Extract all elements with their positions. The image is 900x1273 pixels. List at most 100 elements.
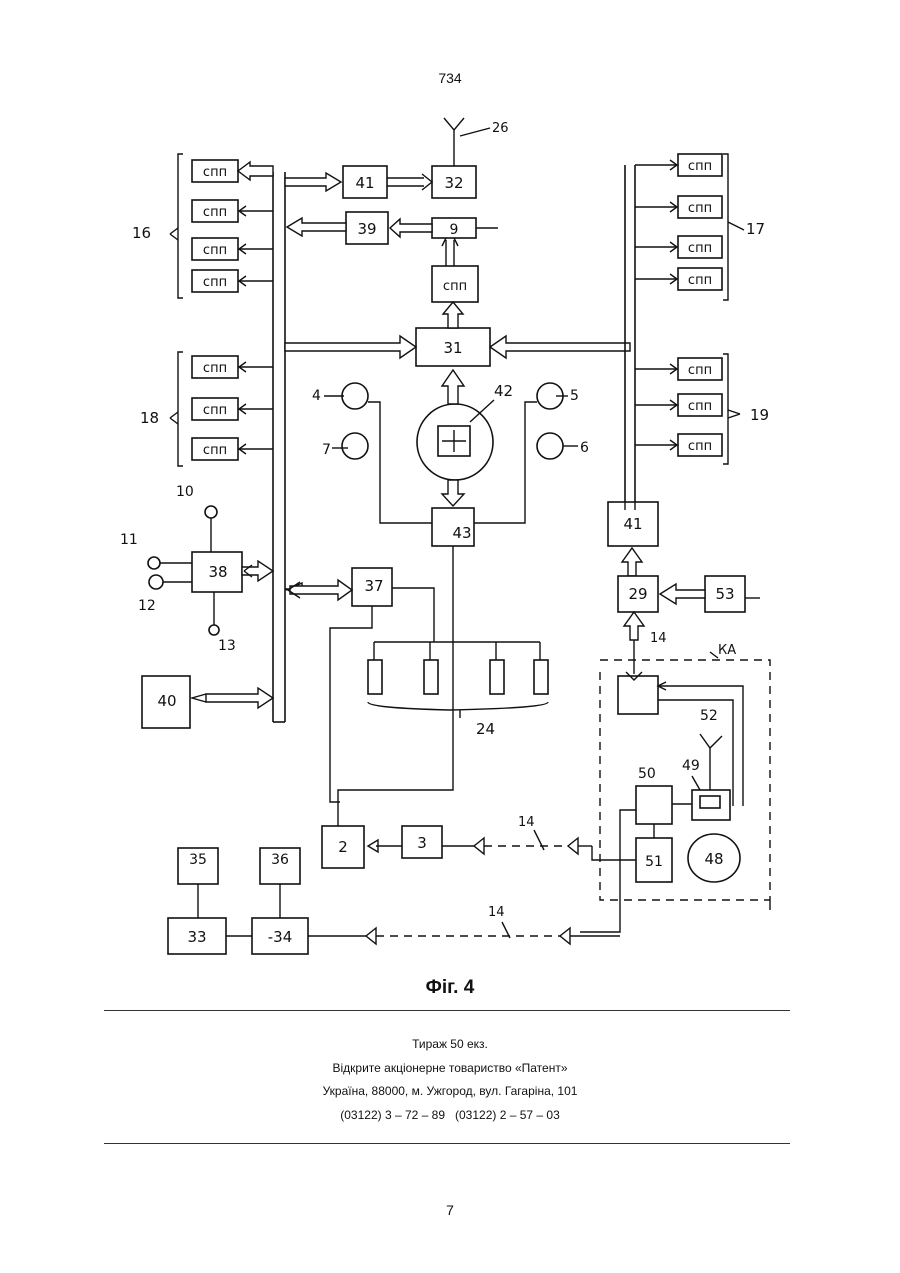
svg-text:39: 39: [357, 220, 376, 238]
spp-label: спп: [688, 363, 712, 378]
label-26: 26: [492, 121, 509, 136]
block-41-top: 41: [343, 166, 387, 198]
imprint-line: Україна, 88000, м. Ужгород, вул. Гагарін…: [0, 1080, 900, 1104]
svg-text:48: 48: [704, 850, 723, 868]
spp-label: спп: [203, 243, 227, 258]
spp-block-16-4: спп: [192, 270, 238, 292]
svg-text:40: 40: [157, 692, 176, 710]
block-diagram-figure: 16 спп спп спп спп 18 спп: [110, 110, 800, 970]
block-34: -34: [252, 918, 308, 954]
spp-block-19-2: спп: [678, 394, 722, 416]
spp-group-16: 16 спп спп спп спп: [132, 154, 273, 298]
block-40: 40: [142, 676, 190, 728]
antenna-26: 26: [444, 118, 509, 166]
sensor-7: 7: [322, 433, 368, 459]
label-17: 17: [746, 220, 765, 238]
svg-text:6: 6: [580, 440, 589, 456]
spp-group-19: 19 спп спп спп: [635, 354, 769, 464]
svg-text:52: 52: [700, 708, 718, 724]
svg-text:-34: -34: [268, 928, 293, 946]
block-diagram: 16 спп спп спп спп 18 спп: [110, 110, 800, 970]
label-19: 19: [750, 406, 769, 424]
svg-text:36: 36: [271, 852, 289, 868]
spp-block-16-3: спп: [192, 238, 238, 260]
label-ka: КА: [718, 643, 736, 658]
svg-text:49: 49: [682, 758, 700, 774]
spp-label: спп: [203, 275, 227, 290]
label-42: 42: [494, 382, 513, 400]
block-49: 49: [682, 758, 730, 820]
block-29: 29: [618, 576, 658, 612]
label-18: 18: [140, 409, 159, 427]
block-32: 32: [432, 166, 476, 198]
spp-block-19-1: спп: [678, 358, 722, 380]
sensor-4: 4: [312, 383, 368, 409]
sensor-6: 6: [537, 433, 589, 459]
svg-text:41: 41: [623, 515, 642, 533]
block-31: 31: [416, 328, 490, 366]
svg-text:31: 31: [443, 339, 462, 357]
block-50: 50: [636, 766, 672, 824]
svg-text:11: 11: [120, 532, 138, 548]
divider-top: [104, 1010, 790, 1011]
sensor-11: 11: [120, 532, 192, 569]
svg-text:50: 50: [638, 766, 656, 782]
document-number: 734: [0, 70, 900, 86]
block-9: 9: [432, 218, 476, 238]
page-number: 7: [0, 1202, 900, 1218]
ka-receiver-block: [618, 676, 658, 714]
svg-text:41: 41: [355, 174, 374, 192]
block-39: 39: [346, 212, 388, 244]
imprint-line: (03122) 3 – 72 – 89 (03122) 2 – 57 – 03: [0, 1104, 900, 1128]
spp-label: спп: [203, 205, 227, 220]
svg-text:35: 35: [189, 852, 207, 868]
block-35: 35: [178, 848, 218, 884]
label-14-c: 14: [488, 905, 505, 920]
svg-text:13: 13: [218, 638, 236, 654]
spp-block-17-1: спп: [678, 154, 722, 176]
imprint-line: Тираж 50 екз.: [0, 1033, 900, 1057]
spp-group-18: 18 спп спп спп: [140, 352, 273, 466]
block-51: 51: [636, 838, 672, 882]
sensor-12: 12: [138, 575, 192, 614]
block-53: 53: [705, 576, 745, 612]
spp-label: спп: [688, 273, 712, 288]
figure-caption: Фіг. 4: [0, 977, 900, 999]
spp-block-17-3: спп: [678, 236, 722, 258]
spp-block-19-3: спп: [678, 434, 722, 456]
spp-label: спп: [688, 439, 712, 454]
block-42: 42: [417, 382, 513, 480]
svg-text:43: 43: [452, 524, 471, 542]
block-33: 33: [168, 918, 226, 954]
main-bus: [273, 172, 285, 722]
spp-label: спп: [203, 165, 227, 180]
block-36: 36: [260, 848, 300, 884]
svg-text:33: 33: [187, 928, 206, 946]
imprint-line: Відкрите акціонерне товариство «Патент»: [0, 1057, 900, 1081]
svg-text:51: 51: [645, 854, 663, 870]
block-38: 38: [192, 552, 242, 592]
spp-block-17-4: спп: [678, 268, 722, 290]
spp-block-18-1: спп: [192, 356, 238, 378]
spp-group-17: 17 спп спп спп спп: [635, 154, 765, 300]
spp-label: спп: [688, 241, 712, 256]
spp-label: спп: [688, 399, 712, 414]
spp-block-center: спп: [432, 266, 478, 302]
spp-block-18-2: спп: [192, 398, 238, 420]
publisher-imprint: Тираж 50 екз. Відкрите акціонерне товари…: [0, 1033, 900, 1127]
sensor-5: 5: [537, 383, 579, 409]
group-24: 24: [368, 642, 548, 738]
svg-text:9: 9: [450, 222, 459, 238]
spp-label: спп: [688, 201, 712, 216]
sensor-10: 10: [176, 484, 217, 552]
label-14-b: 14: [518, 815, 535, 830]
ka-spacecraft: КА 50 49 52 51: [580, 643, 770, 932]
spp-block-18-3: спп: [192, 438, 238, 460]
spp-block-16-1: спп: [192, 160, 238, 182]
antenna-52: 52: [700, 708, 722, 790]
svg-text:5: 5: [570, 388, 579, 404]
svg-text:32: 32: [444, 174, 463, 192]
svg-text:10: 10: [176, 484, 194, 500]
svg-text:7: 7: [322, 442, 331, 458]
svg-text:4: 4: [312, 388, 321, 404]
